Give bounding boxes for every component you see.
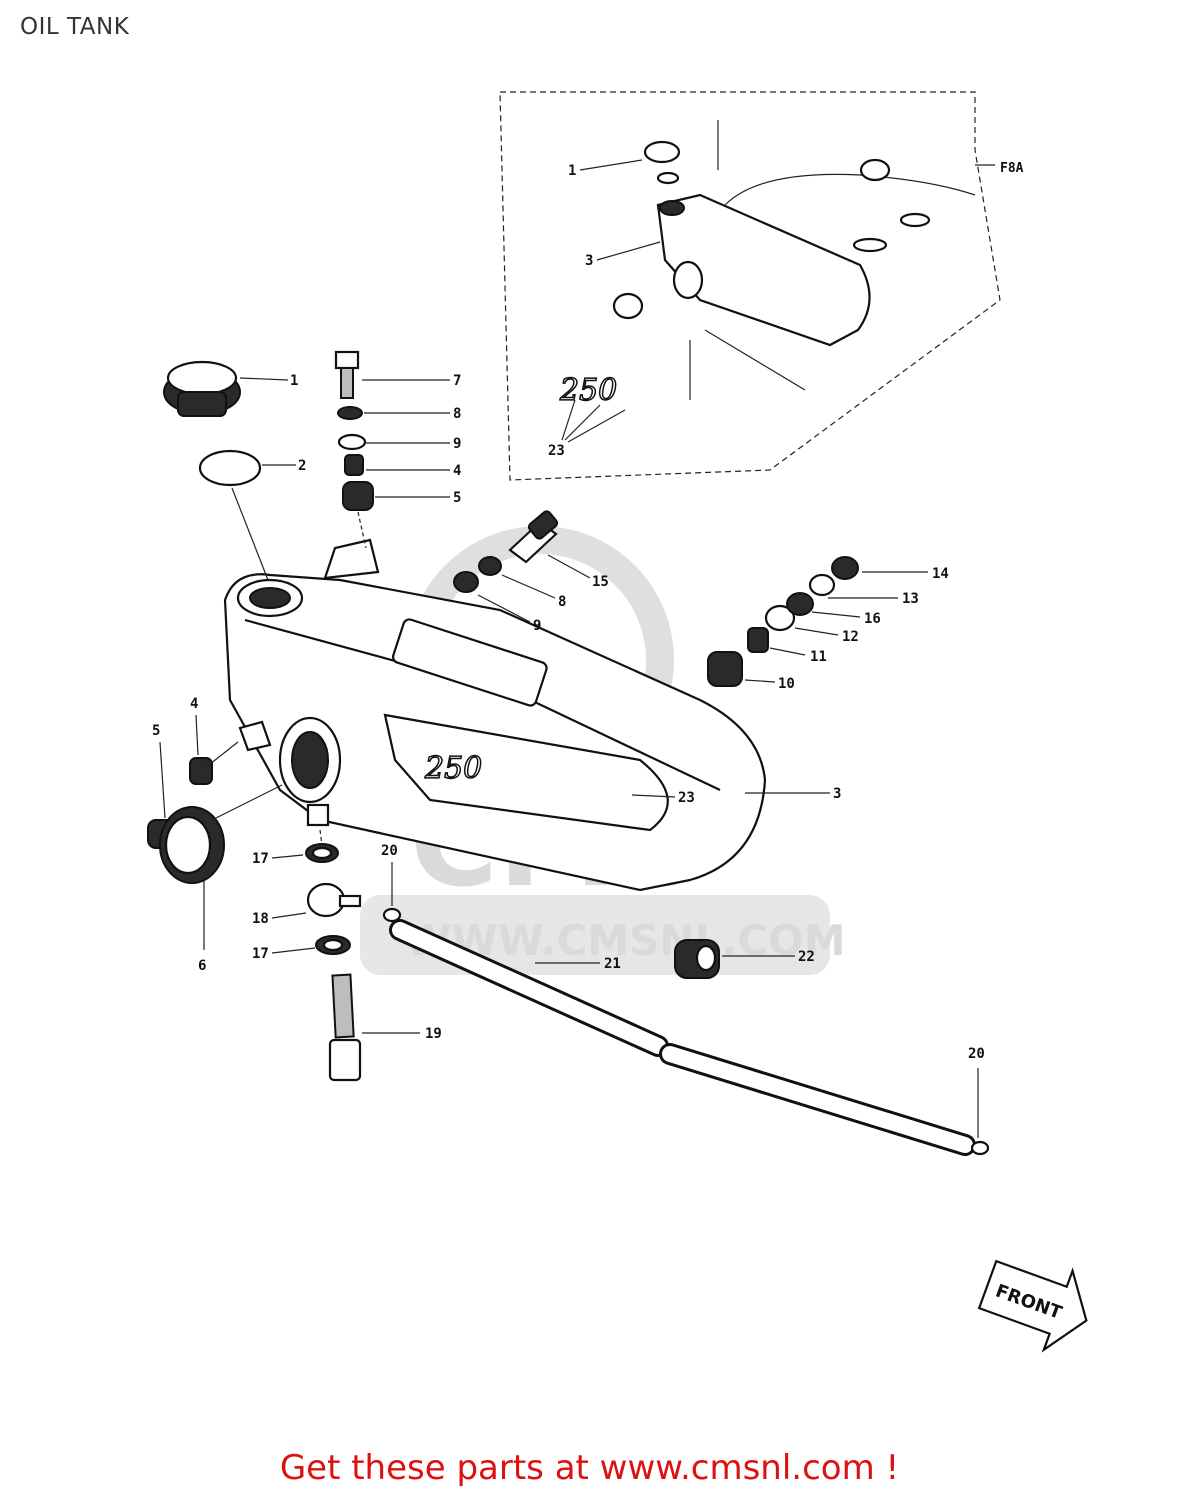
rear-mount-hardware — [453, 510, 559, 593]
callout-9-mid: 9 — [533, 618, 541, 634]
callout-15: 15 — [592, 574, 609, 590]
inset-cap-gasket — [656, 171, 680, 185]
tank-outlet — [306, 803, 330, 827]
front-mount-hardware — [707, 556, 859, 687]
callout-3: 3 — [833, 786, 841, 802]
callout-23: 23 — [678, 790, 695, 806]
tank-decal-panel — [383, 713, 669, 832]
filler-cap — [163, 360, 241, 417]
callout-18: 18 — [252, 911, 269, 927]
callout-12: 12 — [842, 629, 859, 645]
callout-7: 7 — [453, 373, 461, 389]
callout-17-bottom: 17 — [252, 946, 269, 962]
inset-filler-cap — [643, 140, 681, 164]
left-side-hardware — [147, 741, 283, 950]
inset-callout-3: 3 — [585, 253, 593, 269]
callout-8-top: 8 — [453, 406, 461, 422]
hose-clip-left — [382, 907, 402, 923]
inset-mount-rubber-lower — [852, 237, 888, 253]
callout-22: 22 — [798, 949, 815, 965]
filler-cap-gasket — [198, 449, 262, 487]
tank-lower-bracket — [238, 720, 272, 752]
callout-5-left: 5 — [152, 723, 160, 739]
side-plug — [159, 806, 225, 884]
top-bolt-stack — [334, 350, 374, 549]
callout-5-top: 5 — [453, 490, 461, 506]
inset-side-plug — [612, 292, 644, 320]
tank-decal-250: 250 — [424, 751, 482, 786]
page-title: OIL TANK — [20, 14, 130, 40]
inset-hose-clip — [859, 158, 891, 182]
callout-21: 21 — [604, 956, 621, 972]
front-direction-arrow: FRONT — [977, 1259, 1088, 1353]
inset-model-label: F8A — [1000, 161, 1024, 176]
inset-drain-hose — [704, 329, 806, 391]
inset-decal-250: 250 — [559, 373, 617, 408]
callout-8-mid: 8 — [558, 594, 566, 610]
oil-tank-body: 250 — [223, 538, 767, 892]
leader-lines — [159, 377, 979, 1138]
grommet — [674, 939, 720, 979]
inset-callout-23: 23 — [548, 443, 565, 459]
callout-11: 11 — [810, 649, 827, 665]
promo-link[interactable]: Get these parts at www.cmsnl.com ! — [279, 1448, 900, 1488]
hose-clip-right — [970, 1140, 990, 1156]
inset-callout-1: 1 — [568, 163, 576, 179]
inset-variant-box: 250 F8A 1 3 23 — [499, 91, 1024, 481]
callout-13: 13 — [902, 591, 919, 607]
callout-17-top: 17 — [252, 851, 269, 867]
callout-9-top: 9 — [453, 436, 461, 452]
callout-16: 16 — [864, 611, 881, 627]
oil-hose — [382, 907, 990, 1156]
inset-breather-hose — [724, 173, 976, 206]
tank-top-recess — [392, 618, 548, 707]
callout-20-right: 20 — [968, 1046, 985, 1062]
inset-mount-rubber — [899, 212, 931, 228]
callout-1: 1 — [290, 373, 298, 389]
inset-oil-tank — [656, 193, 871, 347]
tank-mount-bracket — [323, 538, 380, 580]
callout-6: 6 — [198, 958, 206, 974]
callout-2: 2 — [298, 458, 306, 474]
callout-19: 19 — [425, 1026, 442, 1042]
callout-4-left: 4 — [190, 696, 198, 712]
callout-10: 10 — [778, 676, 795, 692]
banjo-assembly — [305, 829, 362, 1082]
callout-20-left: 20 — [381, 843, 398, 859]
callout-14: 14 — [932, 566, 949, 582]
callout-4-top: 4 — [453, 463, 461, 479]
callout-labels: 1 2 3 7 8 9 4 5 15 8 9 14 13 16 12 11 10… — [152, 373, 985, 1062]
